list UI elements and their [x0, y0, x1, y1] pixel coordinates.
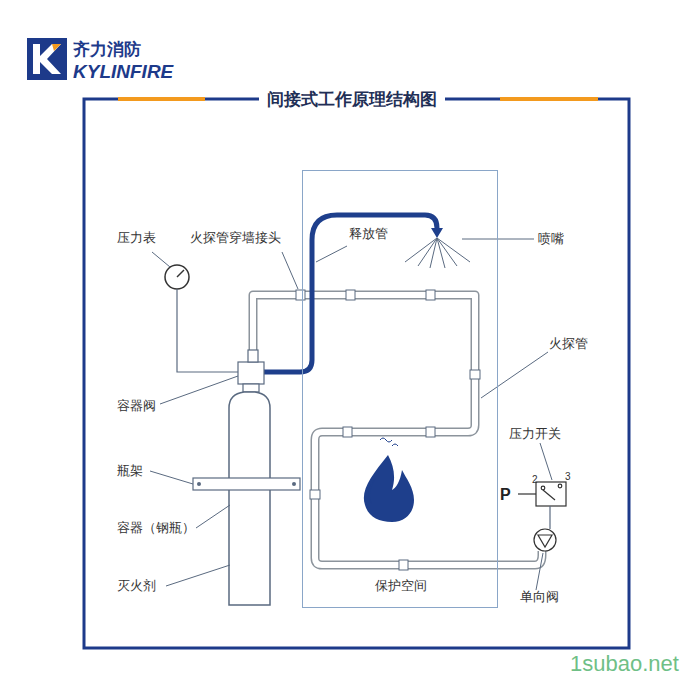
part-label: 瓶架 — [117, 463, 143, 479]
logo-icon — [27, 38, 67, 80]
fire-detection-tube — [253, 295, 542, 565]
pin-number: 2 — [532, 474, 538, 486]
part-label: 容器阀 — [117, 398, 156, 414]
leader-line — [150, 239, 552, 590]
flame — [364, 438, 414, 522]
title-bar — [118, 97, 205, 101]
diagram-title: 间接式工作原理结构图 — [259, 88, 445, 111]
part-label: 灭火剂 — [117, 578, 156, 594]
watermark: 1subao.net — [570, 651, 679, 677]
part-label: 单向阀 — [520, 589, 559, 605]
part-label: 喷嘴 — [538, 231, 564, 247]
container-valve — [238, 350, 264, 392]
part-label: 释放管 — [349, 226, 388, 242]
part-label: 容器（钢瓶） — [117, 520, 195, 536]
cylinder — [229, 392, 270, 605]
pin-number: 3 — [565, 471, 571, 483]
part-label: 火探管穿墙接头 — [190, 230, 281, 246]
part-label: 火探管 — [549, 336, 588, 352]
signal-label: P — [500, 485, 511, 504]
frame — [84, 99, 629, 648]
region-label: 保护空间 — [375, 577, 427, 595]
nozzle — [405, 228, 470, 268]
pressure-gauge — [165, 265, 238, 372]
part-label: 压力开关 — [509, 426, 561, 442]
logo-name: 齐力消防 — [73, 40, 141, 60]
bottle-rack — [193, 478, 300, 490]
part-label: 压力表 — [117, 230, 156, 246]
protected-space: 保护空间 — [302, 170, 498, 608]
title-bar — [500, 97, 598, 101]
pressure-switch — [518, 482, 566, 529]
tube-clamp — [296, 290, 480, 570]
check-valve — [534, 529, 556, 551]
release-pipe — [262, 215, 437, 372]
logo-wordmark: KYLINFIRE — [73, 61, 173, 84]
